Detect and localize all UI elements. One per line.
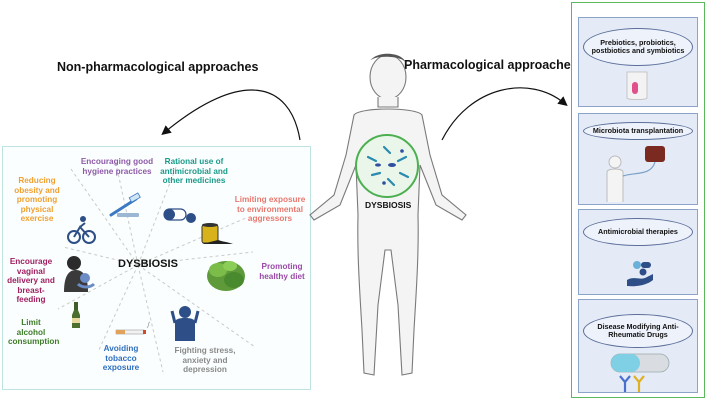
label-alcohol: Limit alcohol consumption bbox=[8, 318, 60, 347]
human-body-figure bbox=[309, 53, 467, 376]
label-vaginal: Encourage vaginal delivery and breast-fe… bbox=[7, 257, 55, 305]
left-curved-arrow bbox=[161, 89, 301, 141]
label-hygiene: Encouraging good hygiene practices bbox=[80, 157, 154, 176]
salad-icon bbox=[207, 261, 245, 291]
label-stress: Fighting stress, anxiety and depression bbox=[174, 346, 236, 375]
probiotic-pack-icon bbox=[626, 71, 648, 100]
pharma-panel: Prebiotics, probiotics, postbiotics and … bbox=[571, 2, 705, 398]
cyclist-icon bbox=[67, 216, 96, 244]
card-prebiotics-title: Prebiotics, probiotics, postbiotics and … bbox=[583, 28, 693, 66]
card-dmards: Disease Modifying Anti-Rheumatic Drugs bbox=[578, 299, 698, 393]
gut-microbiota-icon bbox=[355, 134, 419, 198]
label-diet: Promoting healthy diet bbox=[259, 262, 305, 281]
radial-dashes bbox=[57, 158, 256, 373]
right-curved-arrow bbox=[441, 87, 568, 141]
card-transplant: Microbiota transplantation bbox=[578, 113, 698, 205]
label-tobacco: Avoiding tobacco exposure bbox=[102, 344, 140, 373]
toothbrush-icon bbox=[109, 192, 141, 217]
card-dmards-title: Disease Modifying Anti-Rheumatic Drugs bbox=[583, 314, 693, 348]
bottle-icon bbox=[72, 302, 80, 328]
non-pharma-panel bbox=[2, 146, 311, 390]
center-dysbiosis-label: DYSBIOSIS bbox=[118, 258, 178, 270]
body-dysbiosis-label: DYSBIOSIS bbox=[365, 200, 412, 210]
cigarette-icon bbox=[115, 321, 151, 335]
hand-pills-icon bbox=[627, 261, 653, 287]
mother-baby-icon bbox=[64, 256, 96, 292]
card-antimicrobial: Antimicrobial therapies bbox=[578, 209, 698, 295]
non-pharma-heading: Non-pharmacological approaches bbox=[57, 60, 259, 74]
label-exposure: Limiting exposure to environmental aggre… bbox=[234, 195, 306, 224]
stressed-person-icon bbox=[170, 306, 200, 341]
pills-icon bbox=[163, 208, 196, 223]
transplant-icon bbox=[606, 146, 665, 202]
card-transplant-title: Microbiota transplantation bbox=[583, 122, 693, 140]
label-obesity: Reducing obesity and promoting physical … bbox=[14, 176, 60, 224]
label-antimicrobial: Rational use of antimicrobial and other … bbox=[160, 157, 228, 186]
oil-barrel-icon bbox=[201, 223, 233, 244]
card-antimicrobial-title: Antimicrobial therapies bbox=[583, 218, 693, 246]
capsule-antibody-icon bbox=[610, 353, 670, 392]
pharma-heading: Pharmacological approaches bbox=[404, 58, 578, 72]
card-prebiotics: Prebiotics, probiotics, postbiotics and … bbox=[578, 17, 698, 107]
